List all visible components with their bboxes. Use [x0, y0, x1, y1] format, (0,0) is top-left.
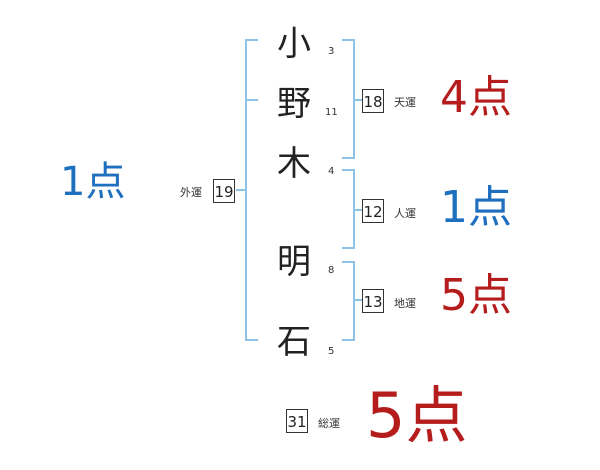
souun-score: 5点 [366, 379, 468, 452]
stroke-count-4: 8 [328, 265, 335, 276]
gaiun-value-box: 19 [213, 179, 235, 203]
tenun-score: 4点 [440, 72, 512, 123]
jinun-label: 人運 [394, 207, 416, 220]
stroke-count-2: 11 [325, 107, 338, 118]
jinun-score: 1点 [440, 182, 512, 233]
gaiun-label: 外運 [180, 186, 202, 199]
stroke-count-1: 3 [328, 46, 335, 57]
souun-value-box: 31 [286, 409, 308, 433]
tenun-label: 天運 [394, 96, 416, 109]
name-char-1: 小 [277, 24, 311, 64]
name-char-5: 石 [277, 322, 311, 362]
chiun-value-box: 13 [362, 289, 384, 313]
name-char-2: 野 [277, 84, 311, 124]
chiun-score: 5点 [440, 270, 512, 321]
chiun-bracket [342, 261, 355, 341]
jinun-bracket [342, 169, 355, 249]
gaiun-bracket [245, 39, 258, 341]
chiun-label: 地運 [394, 297, 416, 310]
name-char-4: 明 [277, 242, 311, 282]
tenun-value-box: 18 [362, 89, 384, 113]
souun-label: 総運 [318, 417, 340, 430]
stroke-count-5: 5 [328, 346, 335, 357]
jinun-value-box: 12 [362, 199, 384, 223]
tenun-bracket [342, 39, 355, 159]
stroke-count-3: 4 [328, 166, 335, 177]
name-char-3: 木 [277, 144, 311, 184]
gaiun-score: 1点 [60, 159, 126, 205]
